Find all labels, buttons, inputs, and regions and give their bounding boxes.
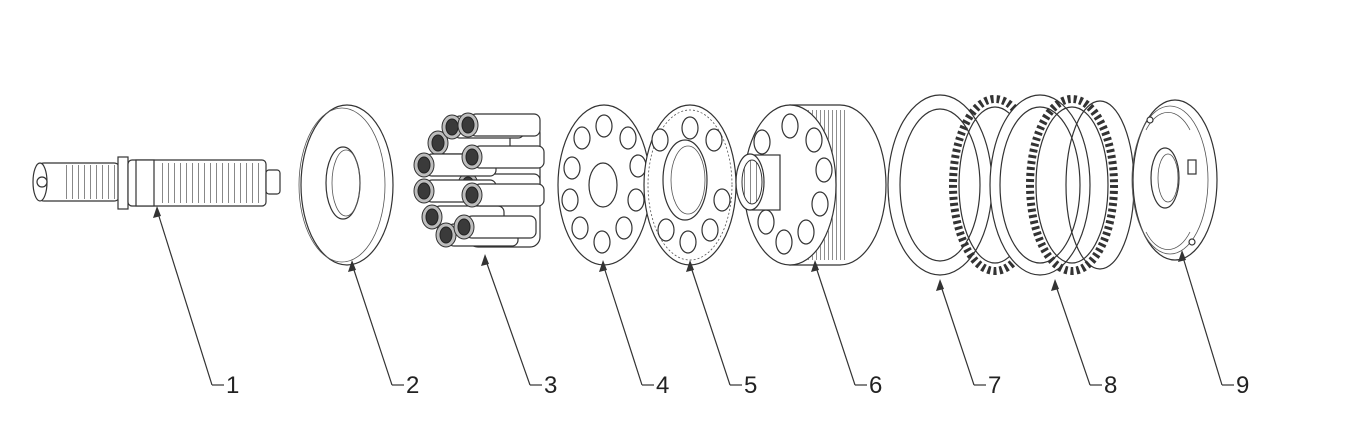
part-8-separator-plates bbox=[989, 94, 1135, 276]
callout-label-5: 5 bbox=[744, 372, 757, 399]
callout-label-9: 9 bbox=[1236, 372, 1249, 399]
part-3-piston-assembly bbox=[413, 112, 545, 248]
part-6-cylinder-block bbox=[735, 104, 887, 266]
part-9-valve-plate bbox=[1131, 99, 1218, 261]
callout-label-7: 7 bbox=[988, 372, 1001, 399]
part-7-friction-ring bbox=[887, 94, 1041, 276]
callout-labels: 1 2 3 4 5 6 7 8 9 bbox=[226, 372, 1249, 399]
part-1-drive-shaft bbox=[32, 156, 281, 210]
part-5-spring-retainer bbox=[643, 104, 737, 266]
leader-lines bbox=[153, 206, 1234, 386]
callout-label-1: 1 bbox=[226, 372, 239, 399]
part-4-retainer-plate bbox=[557, 104, 651, 266]
part-2-thrust-washer bbox=[298, 104, 394, 266]
callout-label-8: 8 bbox=[1104, 372, 1117, 399]
callout-label-2: 2 bbox=[406, 372, 419, 399]
callout-label-3: 3 bbox=[544, 372, 557, 399]
callout-label-4: 4 bbox=[656, 372, 669, 399]
callout-label-6: 6 bbox=[869, 372, 882, 399]
